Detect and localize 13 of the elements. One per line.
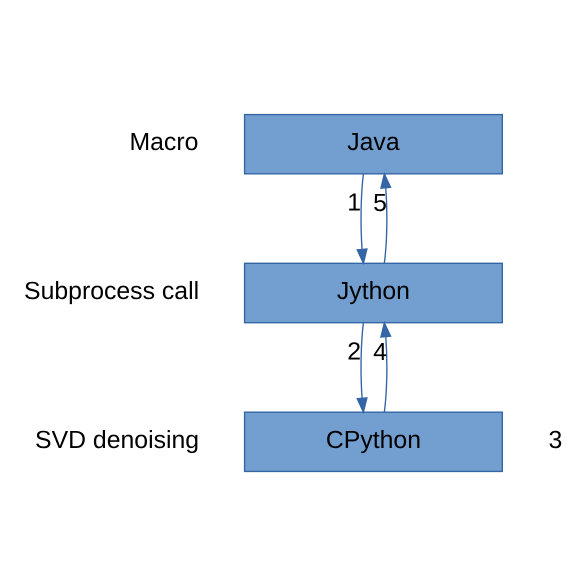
- arrow: [356, 173, 368, 265]
- edge-label: 5: [373, 190, 387, 217]
- node-label: Subprocess call: [24, 278, 200, 305]
- node-label: Macro: [129, 128, 198, 156]
- node-box: Java: [244, 113, 503, 174]
- node-label: SVD denoising: [35, 426, 200, 454]
- edge-label: 2: [347, 338, 362, 366]
- arrow: [380, 171, 392, 263]
- edge-label: 1: [347, 189, 362, 216]
- arrow: [356, 322, 368, 414]
- node-box: Jython: [244, 262, 503, 323]
- node-box: CPython: [244, 411, 503, 472]
- node-label: 3: [548, 426, 562, 454]
